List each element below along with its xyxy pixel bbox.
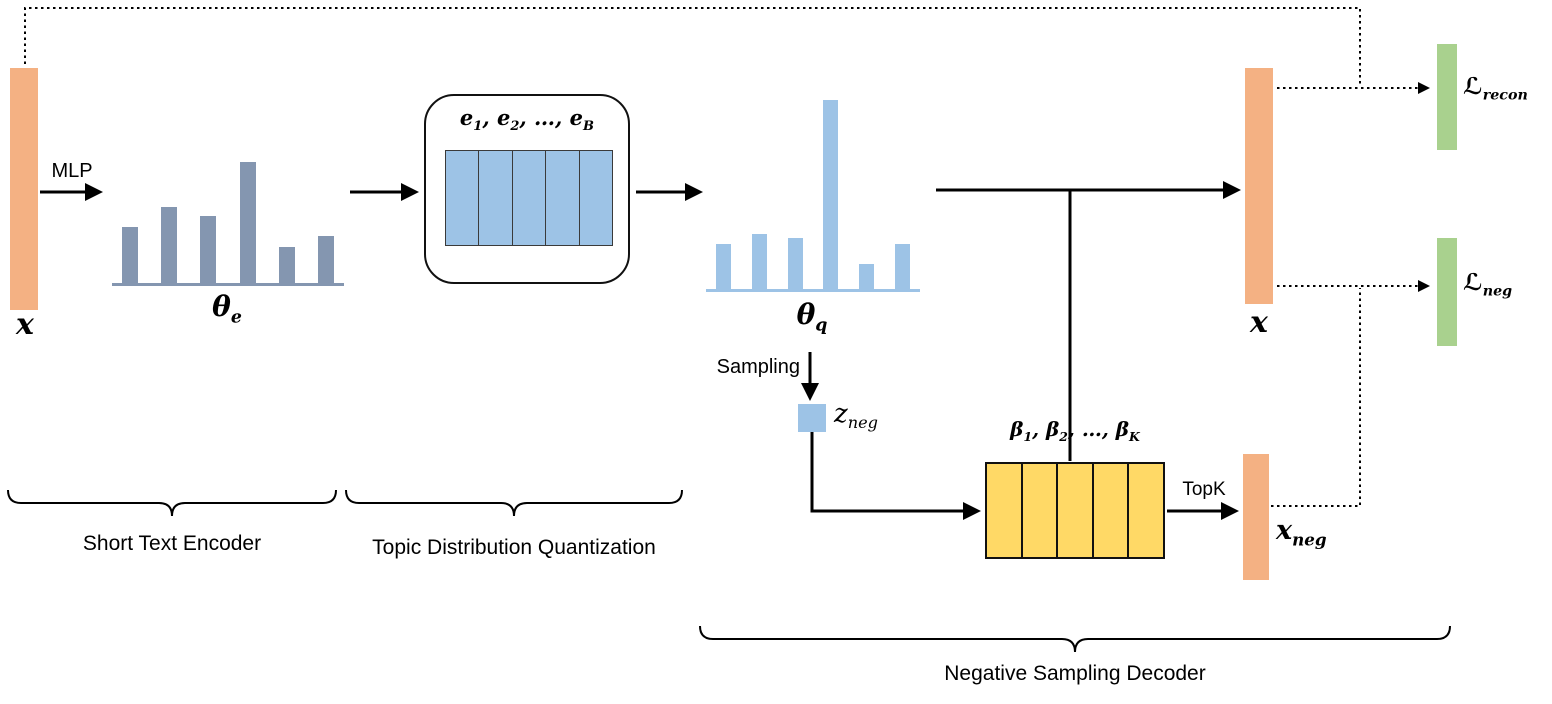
distribution-bar [122, 227, 138, 283]
distribution-bar [823, 100, 839, 289]
codebook-cell [1022, 464, 1059, 557]
codebook-cell [546, 151, 580, 245]
loss-neg-bar [1437, 238, 1457, 346]
z-neg-label: zneg [834, 399, 878, 433]
codebook-cell [579, 151, 613, 245]
z-neg-sample-square [798, 404, 826, 432]
codebook-e-label: e1, e2, …, eB [459, 105, 595, 135]
distribution-bar [716, 244, 731, 289]
distribution-bar [278, 247, 295, 283]
codebook-cell [446, 151, 480, 245]
theta-q-label: θq [796, 298, 828, 336]
codebook-cell [512, 151, 547, 245]
x-neg-output-bar [1243, 454, 1269, 580]
codebook-cell [987, 464, 1023, 557]
codebook-cell [479, 151, 513, 245]
codebook-cell [1058, 464, 1094, 557]
sampling-label: Sampling [716, 356, 800, 378]
beta-topic-word-matrix [985, 462, 1165, 559]
distribution-bar [200, 216, 217, 283]
mlp-label: MLP [51, 160, 93, 182]
input-x-skip-dotted-line [24, 7, 1361, 86]
loss-neg-label: ℒneg [1463, 269, 1513, 300]
topic-codebook-box: e1, e2, …, eB [424, 94, 630, 284]
distribution-bar [317, 236, 334, 283]
x-neg-label: xneg [1276, 515, 1327, 550]
section-quantization-label: Topic Distribution Quantization [372, 536, 656, 559]
loss-recon-label: ℒrecon [1463, 73, 1528, 104]
reconstructed-x-bar [1245, 68, 1273, 304]
beta-label: β1, β2, …, βK [1010, 417, 1140, 444]
decoder-brace [699, 625, 1451, 653]
zneg-to-beta-arrow [810, 432, 981, 520]
loss-recon-bar [1437, 44, 1457, 150]
distribution-bar [239, 162, 256, 283]
topic-codebook-cells [445, 150, 613, 246]
x-input-label: x [16, 307, 34, 342]
distribution-bar [751, 234, 767, 289]
codebook-cell [1129, 464, 1163, 557]
distribution-bar [894, 244, 910, 289]
section-encoder-label: Short Text Encoder [82, 532, 262, 555]
distribution-bar [161, 207, 178, 283]
theta-e-label: θe [212, 290, 242, 328]
input-x-bar [10, 68, 38, 310]
distribution-bar [859, 264, 875, 289]
x-recon-label: x [1250, 305, 1268, 340]
encoder-brace [7, 489, 337, 517]
topk-label: TopK [1182, 479, 1226, 500]
quantization-brace [345, 489, 683, 517]
section-decoder-label: Negative Sampling Decoder [944, 662, 1206, 685]
theta-e-bar-chart [112, 158, 344, 286]
xneg-to-negloss-dotted-line [1271, 288, 1361, 507]
distribution-bar [787, 238, 803, 289]
codebook-cell [1093, 464, 1130, 557]
theta-q-bar-chart [706, 96, 920, 292]
